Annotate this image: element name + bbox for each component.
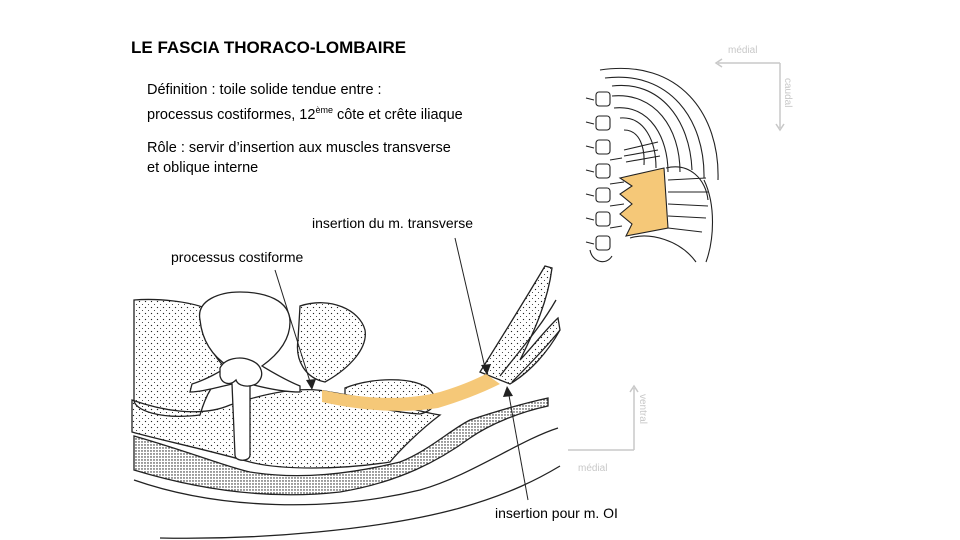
spinal-canal: [219, 357, 263, 387]
role-line-2: et oblique interne: [147, 160, 259, 176]
oblique-muscles: [479, 265, 561, 385]
role-text: Rôle : servir d’insertion aux muscles tr…: [147, 138, 451, 178]
role-line-1: Rôle : servir d’insertion aux muscles tr…: [147, 140, 451, 156]
orient-bottom-medial: médial: [578, 463, 608, 474]
label-insertion-oi: insertion pour m. OI: [495, 505, 618, 521]
definition-line-2: processus costiformes, 12ème côte et crê…: [147, 100, 463, 125]
label-insertion-transverse: insertion du m. transverse: [312, 215, 474, 231]
fascia-posterior: [618, 167, 669, 237]
skin-band: [133, 397, 549, 496]
orientation-axes-bottom: [568, 384, 639, 451]
definition-line-2-post: côte et crête iliaque: [332, 106, 463, 123]
definition-superscript: ème: [315, 105, 333, 115]
orientation-axes-top: [714, 58, 785, 132]
vertebrae-column: [585, 91, 613, 263]
erector-spinae: [296, 302, 366, 383]
fascia-band: [322, 374, 500, 411]
orient-top-medial: médial: [728, 45, 758, 56]
spine-posterior-view: [585, 67, 719, 263]
definition-line-1: Définition : toile solide tendue entre :: [147, 82, 382, 98]
definition-text: Définition : toile solide tendue entre :…: [147, 80, 463, 125]
cross-section: [131, 237, 561, 539]
page-title: LE FASCIA THORACO-LOMBAIRE: [131, 38, 407, 57]
definition-line-2-pre: processus costiformes, 12: [147, 106, 316, 123]
label-processus-costiforme: processus costiforme: [171, 249, 304, 265]
